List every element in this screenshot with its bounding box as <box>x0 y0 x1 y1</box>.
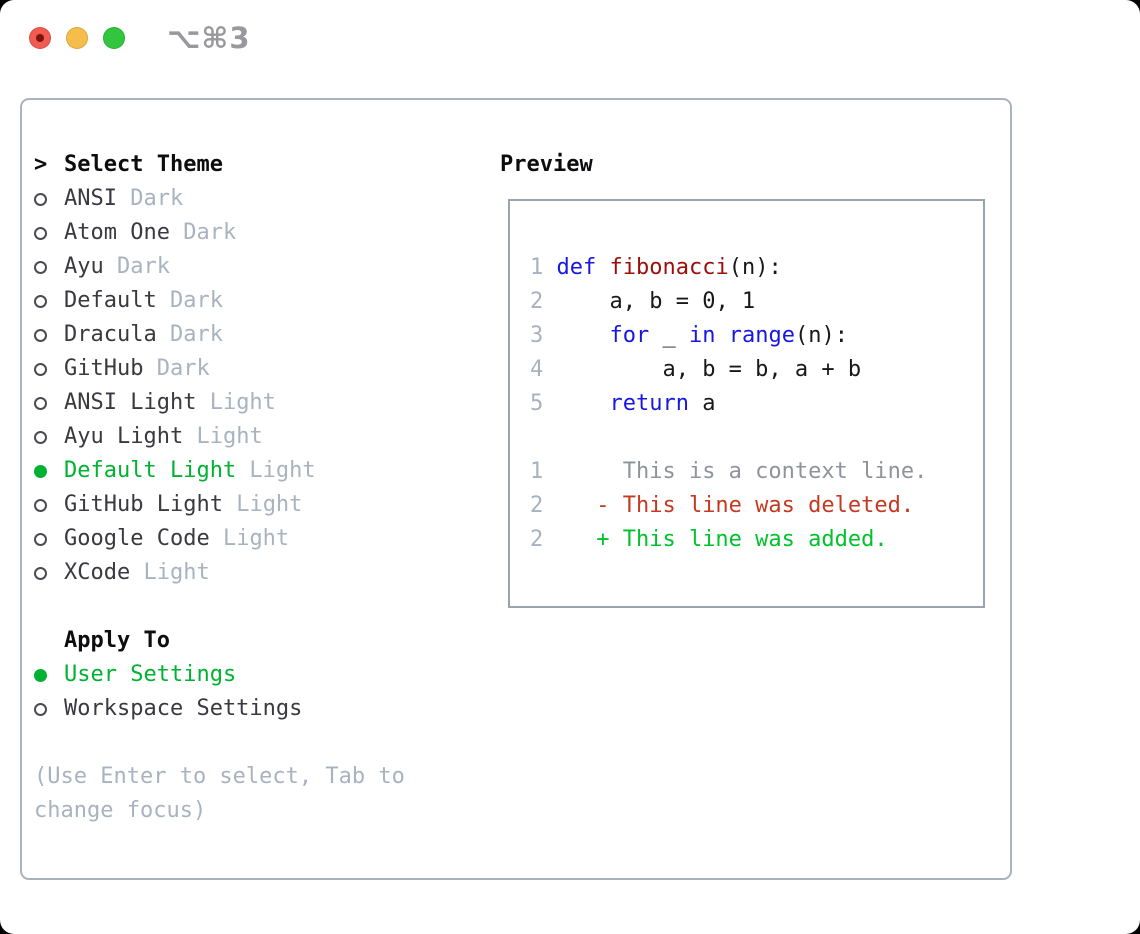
theme-variant: Light <box>130 560 210 585</box>
line-number: 1 <box>530 459 544 484</box>
radio-icon <box>34 318 64 352</box>
theme-variant: Light <box>209 526 290 551</box>
radio-icon <box>34 556 64 590</box>
theme-name: Default Light <box>64 458 237 483</box>
theme-name: Ayu Light <box>64 424 184 449</box>
theme-name: Google Code <box>64 526 210 551</box>
radio-icon <box>34 386 64 420</box>
theme-name: GitHub <box>64 356 144 381</box>
code-line: 2 a, b = 0, 1 <box>530 289 756 314</box>
code-line: 5 return a <box>530 391 716 416</box>
radio-icon <box>34 182 64 216</box>
theme-name: Default <box>64 288 157 313</box>
line-number: 3 <box>530 323 557 348</box>
radio-selected-icon <box>34 454 64 488</box>
diff-line-text: + This line was added. <box>543 527 888 552</box>
theme-variant: Dark <box>156 288 223 313</box>
theme-name: GitHub Light <box>64 492 223 517</box>
code-line: 4 a, b = b, a + b <box>530 357 862 382</box>
theme-variant: Light <box>183 424 263 449</box>
code-line: 3 for _ in range(n): <box>530 323 848 348</box>
theme-name: ANSI <box>64 186 117 211</box>
code-line: 1 def fibonacci(n): <box>530 255 782 280</box>
theme-option-ansi-light[interactable]: ANSI Light Light <box>34 386 316 420</box>
apply-option-label: Workspace Settings <box>64 696 303 721</box>
theme-option-xcode[interactable]: XCode Light <box>34 556 316 590</box>
blank-line <box>530 421 983 455</box>
help-text-line1: (Use Enter to select, Tab to <box>34 764 405 789</box>
line-number: 1 <box>530 255 557 280</box>
theme-list-heading-label: Select Theme <box>64 152 223 177</box>
theme-name: Dracula <box>64 322 157 347</box>
theme-variant: Dark <box>143 356 210 381</box>
diff-sample: 1 This is a context line.2 - This line w… <box>530 455 983 557</box>
theme-variant: Dark <box>116 186 184 211</box>
theme-option-default-light[interactable]: Default Light Light <box>34 454 316 488</box>
zoom-button[interactable] <box>103 27 125 49</box>
theme-name: ANSI Light <box>64 390 197 415</box>
theme-option-google-code[interactable]: Google Code Light <box>34 522 316 556</box>
theme-option-github-light[interactable]: GitHub Light Light <box>34 488 316 522</box>
radio-icon <box>34 488 64 522</box>
apply-to-heading: Apply To <box>34 624 302 658</box>
theme-option-default[interactable]: Default Dark <box>34 284 316 318</box>
window-title: ⌥⌘3 <box>167 21 251 55</box>
radio-icon <box>34 352 64 386</box>
theme-option-atom-one[interactable]: Atom One Dark <box>34 216 316 250</box>
help-text-line2: change focus) <box>34 798 207 823</box>
code-sample: 1 def fibonacci(n): 2 a, b = 0, 1 3 for _ … <box>530 251 983 421</box>
radio-selected-icon <box>34 658 64 692</box>
help-text: (Use Enter to select, Tab to change focu… <box>34 760 405 828</box>
radio-icon <box>34 420 64 454</box>
theme-option-github[interactable]: GitHub Dark <box>34 352 316 386</box>
radio-icon <box>34 284 64 318</box>
preview-box: 1 def fibonacci(n): 2 a, b = 0, 1 3 for _ … <box>508 199 985 608</box>
preview-content: 1 def fibonacci(n): 2 a, b = 0, 1 3 for _ … <box>510 201 983 557</box>
line-number: 2 <box>530 527 544 552</box>
theme-option-ayu[interactable]: Ayu Dark <box>34 250 316 284</box>
close-button[interactable] <box>29 27 51 49</box>
theme-list-heading: > Select Theme <box>34 148 316 182</box>
apply-option-label: User Settings <box>64 662 237 687</box>
theme-variant: Light <box>222 492 303 517</box>
diff-line-deleted: 2 - This line was deleted. <box>530 489 983 523</box>
radio-icon <box>34 216 64 250</box>
theme-option-ayu-light[interactable]: Ayu Light Light <box>34 420 316 454</box>
diff-line-text: - This line was deleted. <box>543 493 915 518</box>
radio-icon <box>34 692 64 726</box>
theme-name: XCode <box>64 560 131 585</box>
radio-icon <box>34 250 64 284</box>
prompt-icon: > <box>34 152 48 177</box>
line-number: 2 <box>530 289 557 314</box>
diff-line-added: 2 + This line was added. <box>530 523 983 557</box>
line-number: 2 <box>530 493 544 518</box>
theme-option-ansi[interactable]: ANSI Dark <box>34 182 316 216</box>
theme-variant: Dark <box>156 322 223 347</box>
title-bar: ⌥⌘3 <box>0 0 1140 76</box>
theme-variant: Light <box>236 458 316 483</box>
diff-line-text: This is a context line. <box>543 459 928 484</box>
theme-name: Atom One <box>64 220 170 245</box>
line-number: 4 <box>530 357 557 382</box>
line-number: 5 <box>530 391 557 416</box>
theme-name: Ayu <box>64 254 104 279</box>
theme-option-dracula[interactable]: Dracula Dark <box>34 318 316 352</box>
theme-variant: Dark <box>169 220 237 245</box>
apply-to-heading-label: Apply To <box>64 628 170 653</box>
apply-option-workspace-settings[interactable]: Workspace Settings <box>34 692 302 726</box>
theme-variant: Light <box>196 390 276 415</box>
apply-option-user-settings[interactable]: User Settings <box>34 658 302 692</box>
preview-heading: Preview <box>500 152 593 177</box>
theme-variant: Dark <box>103 254 170 279</box>
diff-line-context: 1 This is a context line. <box>530 455 983 489</box>
minimize-button[interactable] <box>66 27 88 49</box>
radio-icon <box>34 522 64 556</box>
